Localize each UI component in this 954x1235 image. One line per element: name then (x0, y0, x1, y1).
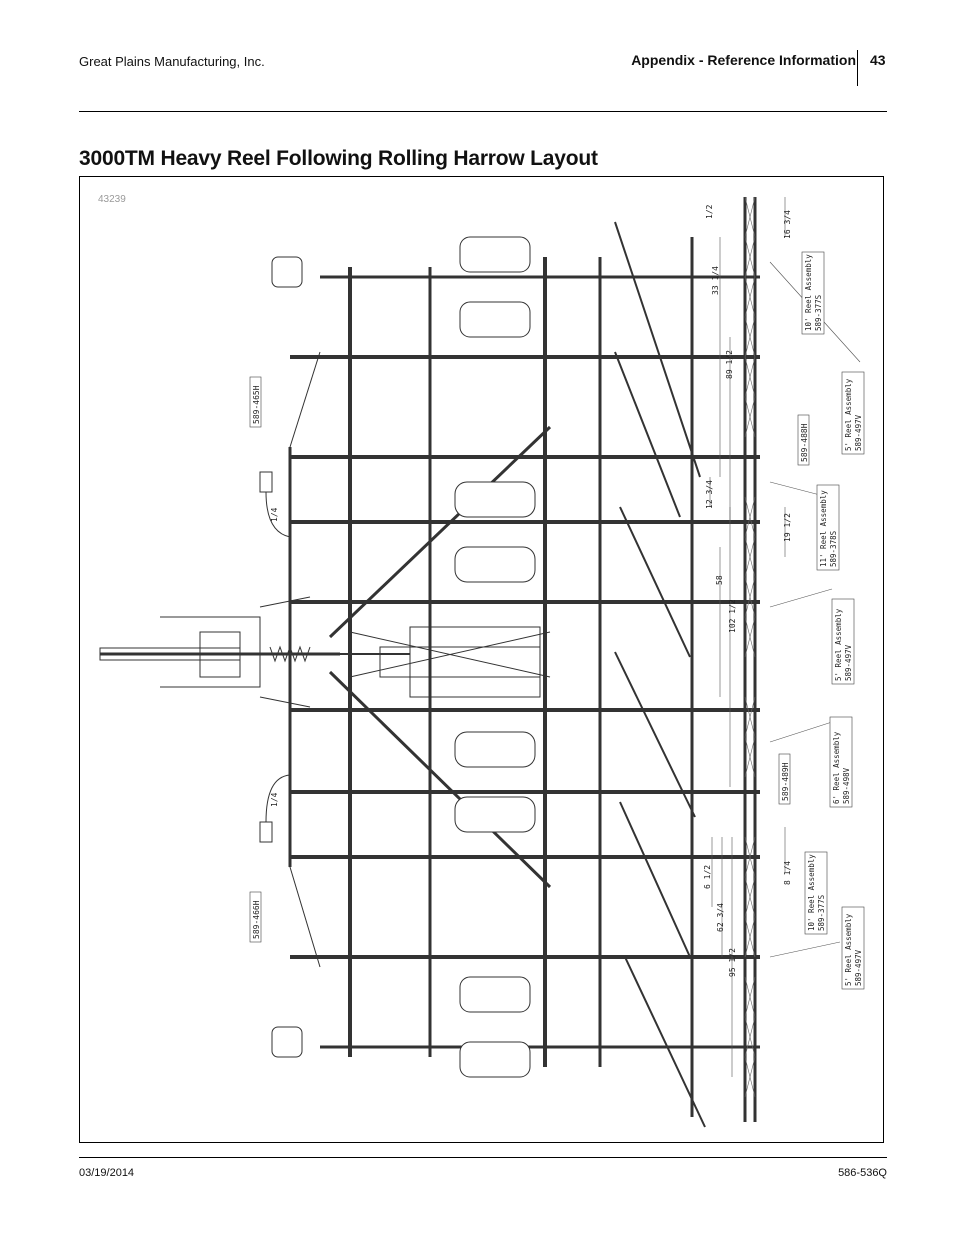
page-title: 3000TM Heavy Reel Following Rolling Harr… (79, 147, 598, 170)
center-section (230, 626, 541, 698)
dim-89-1-2: 89 1/2 (725, 350, 734, 379)
dim-102-1-2: 102 1/2 (728, 599, 737, 633)
footer-rule (79, 1157, 887, 1158)
label-589-465h-text: 589-465H (252, 385, 261, 424)
harrow-gangs (614, 221, 706, 1128)
figure-frame (79, 176, 884, 1143)
dim-19-1-2: 19 1/2 (783, 513, 792, 542)
company-name: Great Plains Manufacturing, Inc. (79, 54, 265, 69)
reel-label-name: 10' Reel Assembly (807, 854, 816, 931)
reel-label-name: 11' Reel Assembly (819, 490, 828, 567)
reel-label-part: 589-497V (844, 644, 853, 681)
hydraulic-hoses (259, 471, 291, 843)
reel-label-part: 589-377S (817, 894, 826, 931)
main-frame (288, 257, 760, 1067)
dim-12-3-4: 12 3/4 (705, 480, 714, 509)
header-rule (79, 111, 887, 112)
header-divider (857, 50, 858, 86)
label-589-465h: 589-465H (249, 376, 262, 428)
label-589-488h: 589-488H (797, 414, 810, 466)
reel-label-name: 10' Reel Assembly (804, 254, 813, 331)
reel-label-box (816, 484, 840, 571)
dim-8-1-4: 8 1/4 (783, 861, 792, 885)
reel-label-box (841, 906, 865, 990)
reel-label-name: 6' Reel Assembly (832, 731, 841, 804)
label-589-489h: 589-489H (778, 753, 791, 805)
reel-label-part: 589-378S (829, 530, 838, 567)
reel-label-box (831, 598, 855, 685)
reel-label-box (841, 371, 865, 455)
reel-label-part: 589-377S (814, 294, 823, 331)
label-589-466h: 589-466H (249, 891, 262, 943)
reel-label-box (829, 716, 853, 808)
page-number: 43 (870, 52, 886, 68)
footer-doc-number: 586-536Q (838, 1167, 887, 1179)
dim-6-1-2: 6 1/2 (703, 865, 712, 889)
reel-label-part: 589-498V (842, 767, 851, 804)
reel-tubes (690, 197, 757, 1122)
dim-1-4-top: 1/4 (270, 507, 279, 522)
label-589-488h-text: 589-488H (800, 423, 809, 462)
label-589-466h-text: 589-466H (252, 900, 261, 939)
reel-mesh (744, 196, 756, 1098)
reel-label-name: 5' Reel Assembly (834, 608, 843, 681)
reel-label-box (804, 851, 828, 935)
figure-number: 43239 (98, 194, 126, 205)
dim-16-3-4: 16 3/4 (783, 210, 792, 239)
dim-1-2-top: 1/2 (705, 204, 714, 219)
harrow-layout-drawing: 1/2 16 3/4 33 1/4 89 1/2 12 3/4 19 1/2 5… (99, 196, 865, 1128)
reel-label-name: 5' Reel Assembly (844, 378, 853, 451)
dim-62-3-4: 62 3/4 (716, 903, 725, 932)
dim-95-1-2: 95 1/2 (728, 948, 737, 977)
dim-33-1-4: 33 1/4 (711, 266, 720, 295)
footer-date: 03/19/2014 (79, 1167, 135, 1179)
reel-label-name: 5' Reel Assembly (844, 913, 853, 986)
dim-1-4-bottom: 1/4 (270, 792, 279, 807)
tires (271, 236, 536, 1078)
section-title: Appendix - Reference Information (631, 52, 856, 68)
label-589-489h-text: 589-489H (781, 762, 790, 801)
reel-label-part: 589-497V (854, 414, 863, 451)
hitch-tongue (99, 596, 340, 708)
reel-label-box (801, 251, 825, 335)
reel-label-part: 589-497V (854, 949, 863, 986)
dim-58: 58 (715, 575, 724, 585)
